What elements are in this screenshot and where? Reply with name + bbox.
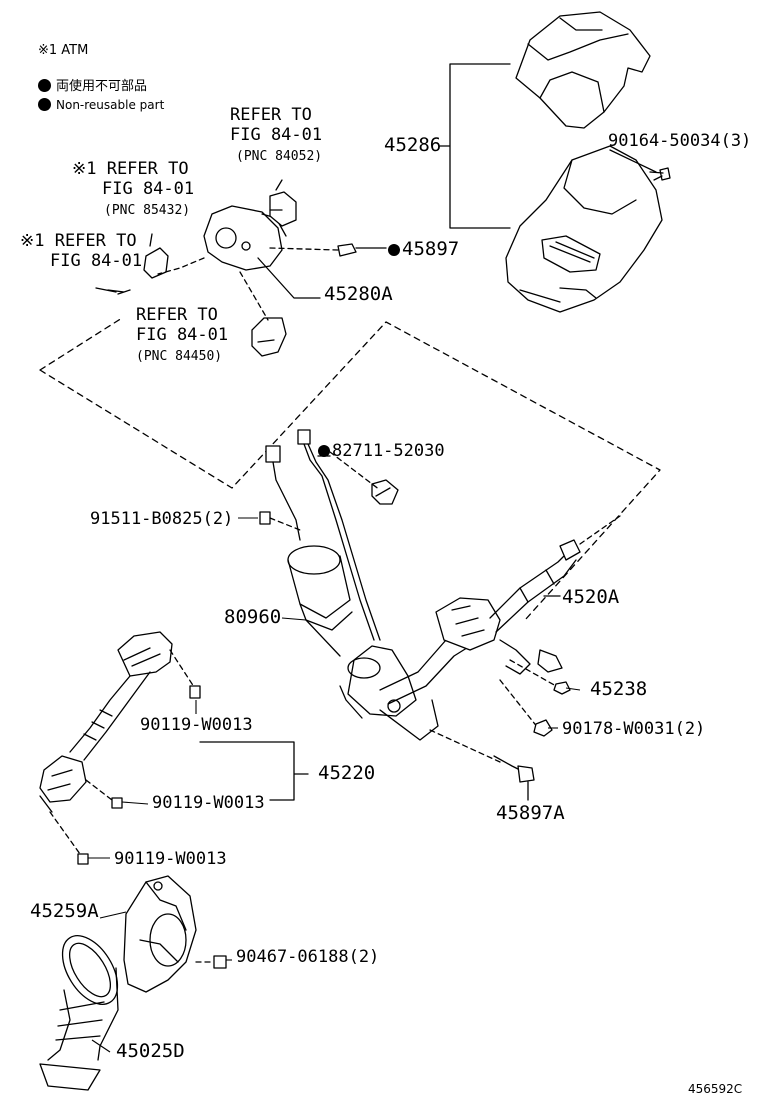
refer-84052-pnc[interactable]: (PNC 84052): [236, 149, 323, 164]
non-reusable-dot-icon: [318, 445, 330, 457]
callout-4520A[interactable]: 4520A: [562, 586, 620, 608]
callout-91511-B0825[interactable]: 91511-B0825(2): [90, 509, 234, 529]
refer-84450-line2[interactable]: FIG 84-01: [136, 325, 229, 345]
boot-45025D-shape: [39, 935, 119, 1091]
shaft-bracket-line: [199, 741, 309, 801]
callout-90164-50034[interactable]: 90164-50034(3): [608, 131, 752, 151]
clip-82711-shape: [371, 479, 399, 505]
callout-45897A[interactable]: 45897A: [496, 802, 565, 824]
steering-column-shape: [339, 515, 621, 741]
refer-atm-line1: ※1 REFER TO: [20, 231, 137, 251]
screw-90164-shape: [609, 149, 671, 181]
legend-non-reusable-jp: 両使用不可部品: [38, 78, 147, 96]
callout-82711-52030[interactable]: 82711-52030: [318, 442, 445, 460]
switch-85432-shape: [143, 233, 169, 279]
exploded-region-outline: [39, 317, 661, 621]
lower-column-cover-shape: [505, 145, 663, 313]
refer-atm-line2[interactable]: FIG 84-01: [50, 251, 143, 271]
refer-84450-pnc[interactable]: (PNC 84450): [136, 349, 223, 364]
refer-85432-pnc[interactable]: (PNC 85432): [104, 203, 191, 218]
upper-column-cover-shape: [515, 11, 651, 129]
refer-84052-line2[interactable]: FIG 84-01: [230, 125, 323, 145]
non-reusable-dot-icon: [388, 244, 400, 256]
refer-84450-line1: REFER TO: [136, 305, 218, 325]
cover-bracket-line: [439, 63, 511, 229]
callout-45025D[interactable]: 45025D: [116, 1040, 185, 1062]
refer-85432-line1: ※1 REFER TO: [72, 159, 189, 179]
callout-45286[interactable]: 45286: [384, 134, 442, 156]
refer-84052-line1: REFER TO: [230, 105, 312, 125]
nut-90178-shape: [533, 719, 553, 737]
callout-45897[interactable]: 45897: [388, 240, 459, 259]
nut-45238-shape: [553, 681, 571, 695]
callout-90119-W0013-middle[interactable]: 90119-W0013: [152, 793, 265, 813]
dust-cover-plate-shape: [123, 875, 215, 993]
wire-harness-shape: [265, 429, 381, 641]
callout-45280A[interactable]: 45280A: [324, 283, 393, 305]
callout-45259A[interactable]: 45259A: [30, 900, 99, 922]
screw-45897-shape: [337, 243, 387, 257]
callout-90178-W0031[interactable]: 90178-W0031(2): [562, 719, 706, 739]
callout-80960[interactable]: 80960: [224, 606, 282, 628]
callout-45220[interactable]: 45220: [318, 762, 376, 784]
callout-45238[interactable]: 45238: [590, 678, 648, 700]
callout-90119-W0013-upper[interactable]: 90119-W0013: [140, 715, 253, 735]
screw-91511-shape: [259, 511, 271, 525]
switch-84052-shape: [269, 179, 297, 227]
callout-90467-06188[interactable]: 90467-06188(2): [236, 947, 380, 967]
legend-non-reusable-en: Non-reusable part: [38, 96, 164, 114]
motor-80960-shape: [287, 545, 353, 657]
switch-84450-shape: [251, 317, 287, 357]
legend-atm-note: ※1 ATM: [38, 43, 89, 58]
key-cylinder-housing-shape: [203, 205, 321, 299]
callout-90119-W0013-lower[interactable]: 90119-W0013: [114, 849, 227, 869]
non-reusable-dot-icon: [38, 79, 51, 92]
refer-85432-line2[interactable]: FIG 84-01: [102, 179, 195, 199]
diagram-id: 456592C: [688, 1082, 743, 1096]
bolt-45897A-shape: [493, 755, 535, 783]
non-reusable-dot-icon: [38, 98, 51, 111]
intermediate-shaft-shape: [39, 631, 173, 813]
